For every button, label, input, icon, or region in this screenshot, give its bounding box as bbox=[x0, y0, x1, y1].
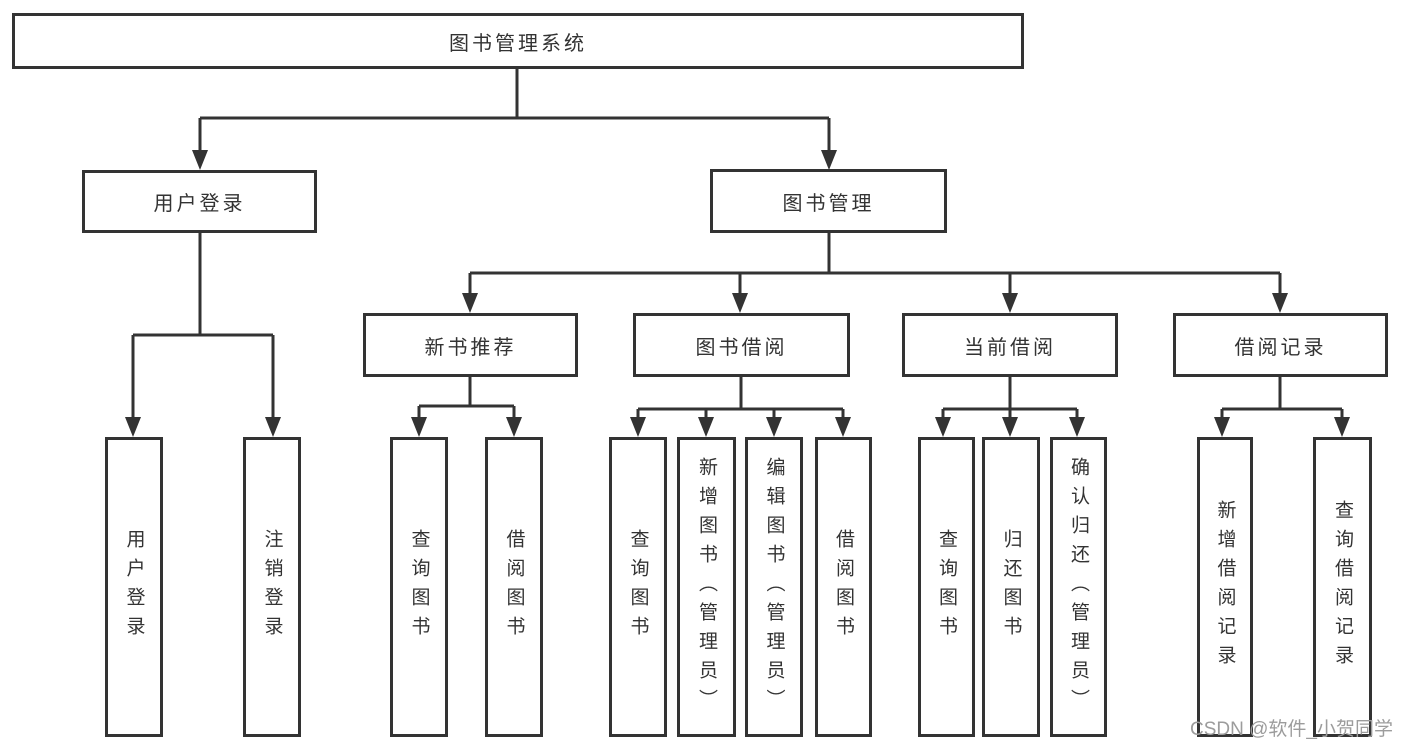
node-label: 当前借阅 bbox=[964, 336, 1056, 359]
leaf-borrow-add-books-admin: 新增图书（管理员） bbox=[677, 437, 736, 737]
node-user-login: 用户登录 bbox=[82, 170, 317, 233]
leaf-label: 查询图书 bbox=[627, 529, 649, 645]
leaf-label: 注销登录 bbox=[261, 529, 283, 645]
leaf-current-return-books: 归还图书 bbox=[982, 437, 1040, 737]
node-label: 借阅记录 bbox=[1234, 336, 1327, 359]
node-root-system: 图书管理系统 bbox=[12, 13, 1024, 69]
leaf-borrow-query-books: 查询图书 bbox=[609, 437, 667, 737]
node-label: 图书管理 bbox=[782, 192, 875, 215]
leaf-current-confirm-return-admin: 确认归还（管理员） bbox=[1050, 437, 1107, 737]
leaf-current-query-books: 查询图书 bbox=[918, 437, 975, 737]
leaf-records-query-record: 查询借阅记录 bbox=[1313, 437, 1372, 737]
leaf-logout: 注销登录 bbox=[243, 437, 301, 737]
leaf-label: 查询图书 bbox=[936, 529, 957, 645]
leaf-label: 查询图书 bbox=[408, 529, 430, 645]
node-label: 图书管理系统 bbox=[449, 32, 587, 55]
node-current-borrow: 当前借阅 bbox=[902, 313, 1118, 377]
leaf-borrow-edit-books-admin: 编辑图书（管理员） bbox=[745, 437, 803, 737]
node-label: 用户登录 bbox=[153, 193, 246, 215]
leaf-newbooks-query-books: 查询图书 bbox=[390, 437, 448, 737]
leaf-label: 借阅图书 bbox=[833, 529, 854, 645]
leaf-user-login: 用户登录 bbox=[105, 437, 163, 737]
leaf-label: 新增借阅记录 bbox=[1214, 500, 1236, 674]
leaf-label: 借阅图书 bbox=[503, 529, 525, 645]
node-book-management: 图书管理 bbox=[710, 169, 947, 233]
node-new-book-recommend: 新书推荐 bbox=[363, 313, 578, 377]
leaf-label: 查询借阅记录 bbox=[1332, 500, 1353, 674]
leaf-label: 新增图书（管理员） bbox=[696, 456, 717, 718]
node-borrow-records: 借阅记录 bbox=[1173, 313, 1388, 377]
node-label: 新书推荐 bbox=[424, 336, 517, 359]
leaf-records-add-record: 新增借阅记录 bbox=[1197, 437, 1253, 737]
leaf-label: 归还图书 bbox=[1000, 529, 1022, 645]
node-label: 图书借阅 bbox=[695, 336, 788, 359]
node-book-borrow: 图书借阅 bbox=[633, 313, 850, 377]
leaf-newbooks-borrow-books: 借阅图书 bbox=[485, 437, 543, 737]
leaf-label: 用户登录 bbox=[123, 529, 145, 645]
watermark: CSDN @软件_小贺同学 bbox=[1190, 719, 1393, 740]
leaf-label: 确认归还（管理员） bbox=[1068, 456, 1089, 718]
leaf-borrow-borrow-books: 借阅图书 bbox=[815, 437, 872, 737]
leaf-label: 编辑图书（管理员） bbox=[763, 456, 785, 718]
